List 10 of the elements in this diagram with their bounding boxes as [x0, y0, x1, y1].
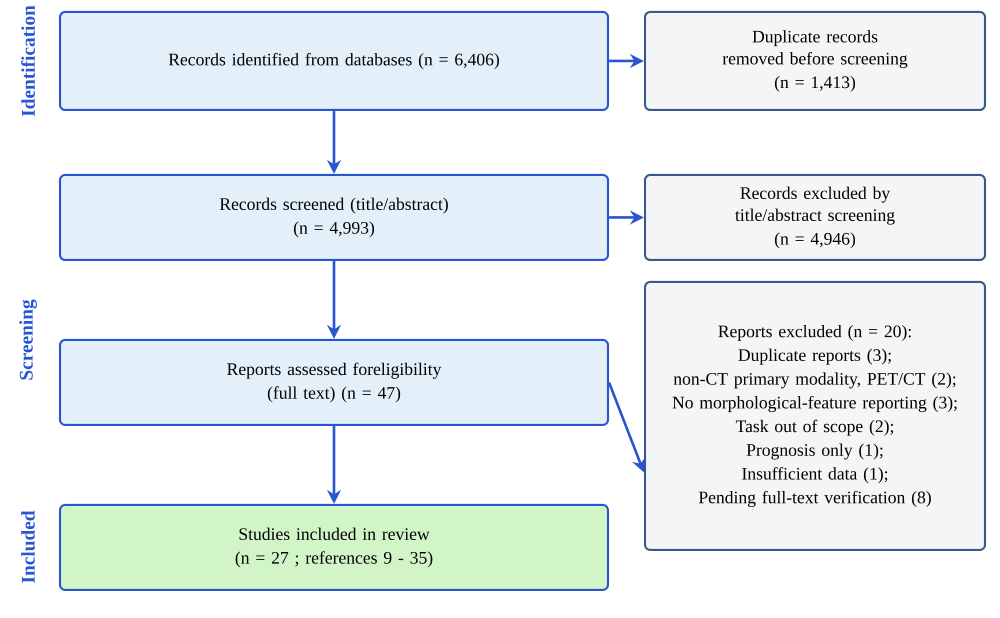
phase-label: Screening — [19, 300, 37, 380]
process-box: Records identified from databases (n = 6,406) — [58, 10, 610, 112]
exclusion-box: Records excluded by title/abstract screening (n = 4,946) — [644, 174, 986, 262]
process-box: Reports assessed foreligibility (full text) (n = 47) — [58, 338, 610, 426]
result-box: Studies included in review (n = 27 ; references 9 - 35) — [58, 504, 610, 592]
phase-label: Identification — [21, 5, 35, 116]
process-box: Records screened (title/abstract) (n = 4,993) — [58, 174, 610, 262]
phase-label: Included — [21, 510, 35, 583]
exclusion-box: Reports excluded (n = 20): Duplicate reports (3); non-CT primary modality, PET/CT (2); No morphological-feature reporting (3); Task out of scope (2); Prognosis only (1); Insufficient data (1); Pending full-text verification (8) — [644, 280, 986, 552]
exclusion-box: Duplicate records removed before screening (n = 1,413) — [644, 10, 986, 112]
